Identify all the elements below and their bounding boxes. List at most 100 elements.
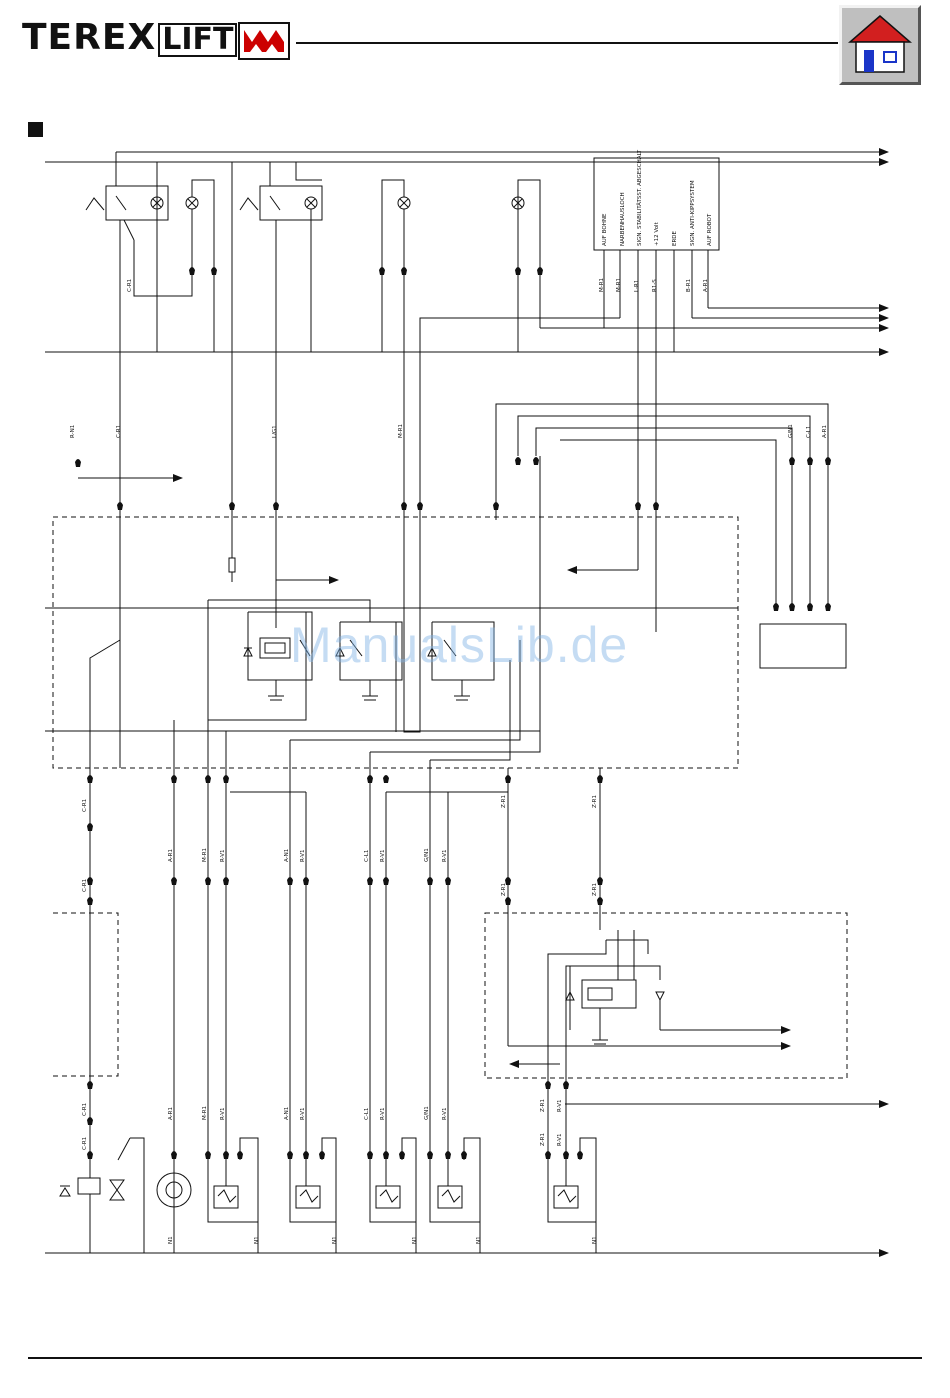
wire-label: A-N1 (284, 849, 290, 862)
wire-label: L-R1 (634, 280, 640, 292)
connector-icon (87, 1117, 93, 1125)
watermark: ManualsLib.de (290, 617, 629, 673)
wire-label: R-V1 (220, 1107, 226, 1120)
connector-icon (237, 1151, 243, 1159)
connector-icon (577, 1151, 583, 1159)
valve-1 (207, 1137, 259, 1223)
connector-icon (533, 457, 539, 465)
connector-icon (545, 1081, 551, 1089)
home-button[interactable] (839, 5, 921, 85)
connector-icon (635, 502, 641, 510)
connector-icon (401, 267, 407, 275)
connector-icon (825, 457, 831, 465)
connector-icon (807, 457, 813, 465)
connector-icon (223, 775, 229, 783)
connector-icon (117, 502, 123, 510)
connector-icon (461, 1151, 467, 1159)
wire-label: C-L1 (806, 426, 812, 438)
connector-icon (773, 603, 779, 611)
module-box (759, 623, 847, 669)
wire-label: A-R1 (822, 425, 828, 438)
connector-icon (367, 877, 373, 885)
dashed-region-1 (52, 516, 739, 769)
connector-icon (171, 775, 177, 783)
wire-label: G/N1 (788, 424, 794, 438)
connector-icon (367, 1151, 373, 1159)
home-icon (847, 15, 913, 73)
wire-label: Z-R1 (540, 1133, 546, 1146)
wire-label: R-V1 (300, 849, 306, 862)
controller-label: NARBENHAUSLOCH (620, 192, 626, 246)
relay-2 (335, 621, 403, 701)
connector-icon (493, 502, 499, 510)
dashed-region-2 (484, 912, 848, 1079)
controller-label: ERDE (672, 230, 678, 246)
wire-label: M-R1 (202, 848, 208, 862)
wire-label: Z-R1 (592, 795, 598, 808)
crown-logo-icon (238, 22, 290, 60)
connector-icon (229, 502, 235, 510)
connector-icon (445, 877, 451, 885)
connector-icon (515, 267, 521, 275)
wire-label: R-V1 (300, 1107, 306, 1120)
wire-label: A-R1 (703, 279, 709, 292)
wire-label: C-R1 (116, 425, 122, 438)
connector-icon (505, 877, 511, 885)
wire-label: C-R1 (82, 799, 88, 812)
connector-icon (417, 502, 423, 510)
connector-icon (75, 459, 81, 467)
connector-icon (653, 502, 659, 510)
brand-suffix: LIFT (158, 23, 238, 57)
relay-3 (427, 621, 495, 701)
connector-icon (87, 877, 93, 885)
connector-icon (287, 877, 293, 885)
controller-label: +12 Volt (654, 221, 660, 246)
connector-icon (515, 457, 521, 465)
solenoid-valve (59, 1137, 145, 1253)
connector-icon (223, 877, 229, 885)
connector-icon (223, 1151, 229, 1159)
wire-label: G/N1 (424, 1106, 430, 1120)
connector-icon (205, 775, 211, 783)
connector-icon (287, 1151, 293, 1159)
connector-icon (87, 775, 93, 783)
connector-icon (399, 1151, 405, 1159)
ground-label: N1 (412, 1236, 418, 1244)
wire-label: Z-R1 (501, 795, 507, 808)
relay-1 (243, 611, 313, 701)
connector-icon (789, 603, 795, 611)
connector-icon (171, 1151, 177, 1159)
connector-icon (303, 877, 309, 885)
connector-icon (807, 603, 813, 611)
wire-label: R-V1 (442, 849, 448, 862)
connector-icon (303, 1151, 309, 1159)
connector-icon (545, 1151, 551, 1159)
ground-label: N1 (254, 1236, 260, 1244)
connector-icon (367, 775, 373, 783)
connector-icon (597, 877, 603, 885)
valve-4 (429, 1137, 481, 1223)
wire-label: Z-R1 (592, 883, 598, 896)
wire-label: M-R1 (599, 278, 605, 292)
connector-icon (383, 1151, 389, 1159)
wire-label: A-N1 (284, 1107, 290, 1120)
controller-label: AUF BOHNE (602, 213, 608, 246)
connector-icon (563, 1151, 569, 1159)
wire-label: C-R1 (82, 1103, 88, 1116)
connector-icon (87, 823, 93, 831)
ground-label: N1 (476, 1236, 482, 1244)
wire-label: G/N1 (424, 848, 430, 862)
wire-label: C-L1 (364, 1108, 370, 1120)
connector-icon (789, 457, 795, 465)
connector-icon (205, 877, 211, 885)
ground-label: N1 (168, 1236, 174, 1244)
valve-5 (547, 1137, 597, 1223)
wire-label: C-R1 (82, 879, 88, 892)
controller-label: AUF ROBOT (707, 213, 713, 246)
connector-icon (87, 1081, 93, 1089)
wire-label: R-V1 (380, 1107, 386, 1120)
connector-icon (401, 502, 407, 510)
